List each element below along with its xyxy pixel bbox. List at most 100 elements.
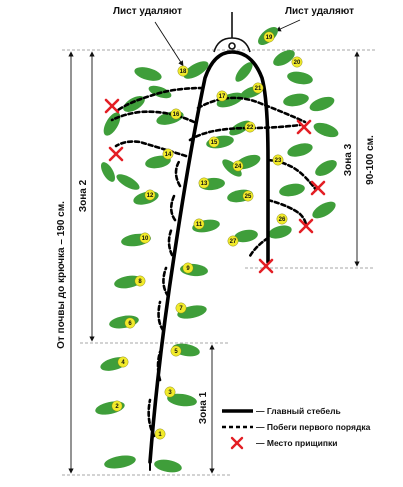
leaf — [234, 229, 258, 243]
leaf — [183, 61, 209, 79]
x-mark-icon — [296, 119, 312, 135]
leaf-number: 20 — [294, 60, 301, 66]
leaf-number: 3 — [168, 390, 172, 396]
leaf — [273, 50, 295, 66]
side-shoots — [110, 86, 318, 438]
leaf — [279, 183, 305, 197]
leaf — [315, 160, 337, 176]
leaf-number-badge: 23 — [272, 154, 284, 166]
leaf-number-badge: 20 — [291, 56, 303, 68]
leaf-number-badge: 21 — [252, 82, 264, 94]
legend-pinch-label: — Место прищипки — [256, 438, 337, 448]
leaf-number: 5 — [174, 349, 178, 355]
pinch-marks — [104, 98, 326, 274]
leaf-number: 25 — [245, 194, 252, 200]
leaf-number-badge: 10 — [139, 232, 151, 244]
leaf — [268, 225, 292, 239]
leaf-number-badge: 25 — [242, 190, 254, 202]
main-stem — [148, 50, 270, 471]
leaf-number-badge: 16 — [170, 108, 182, 120]
leaf-number-badge: 8 — [134, 275, 146, 287]
leaf — [154, 459, 182, 473]
leaf-number-badge: 12 — [144, 189, 156, 201]
leaf-number: 7 — [179, 306, 183, 312]
leaf-number-badge: 1 — [154, 428, 166, 440]
leaf-number: 13 — [201, 181, 208, 187]
leaf — [313, 122, 339, 138]
leaf-number: 19 — [266, 35, 273, 41]
leaf-number: 4 — [121, 360, 125, 366]
legend-main-stem-label: — Главный стебель — [256, 406, 341, 416]
leaf-number-badges: 1234567891011121314151617181920212223242… — [111, 31, 303, 440]
leaf-number: 17 — [219, 94, 226, 100]
leaf-number: 6 — [128, 321, 132, 327]
leaf-number: 18 — [180, 69, 187, 75]
leaf-number: 1 — [158, 432, 162, 438]
leaf-number-badge: 2 — [111, 400, 123, 412]
dimension-arrows — [68, 51, 360, 474]
x-mark-icon — [104, 98, 120, 114]
x-mark-icon — [310, 180, 326, 196]
x-mark-icon — [258, 258, 274, 274]
leaf — [216, 92, 244, 108]
leaf-number: 15 — [211, 140, 218, 146]
leaf — [103, 112, 121, 136]
leaf-number-badge: 5 — [170, 345, 182, 357]
leaf — [235, 62, 253, 82]
leaf-number: 16 — [173, 112, 180, 118]
leaf-number-badge: 15 — [208, 136, 220, 148]
leaf — [167, 393, 197, 407]
leaf-number-badge: 14 — [162, 148, 174, 160]
leaf-removed-label-right: Лист удаляют — [285, 6, 354, 17]
leaf — [116, 174, 140, 190]
leaf-number: 10 — [142, 236, 149, 242]
leaf-number-badge: 11 — [193, 218, 205, 230]
leaf-number-badge: 26 — [276, 213, 288, 225]
leaf-number: 22 — [247, 125, 254, 131]
x-mark-icon — [108, 146, 124, 162]
leaf-removed-label-left: Лист удаляют — [113, 6, 182, 17]
leaf-number-badge: 18 — [177, 65, 189, 77]
zone3-label: Зона 3 — [343, 143, 354, 176]
legend-side-shoots-label: — Побеги первого порядка — [256, 422, 371, 432]
leaves — [95, 27, 339, 473]
zone2-label: Зона 2 — [78, 179, 89, 212]
leaf-number-badge: 9 — [182, 262, 194, 274]
leaf-number: 27 — [230, 239, 237, 245]
leaf-number: 21 — [255, 86, 262, 92]
hook-icon — [213, 12, 251, 53]
leaf-number-badge: 3 — [164, 386, 176, 398]
x-mark-icon — [230, 436, 244, 450]
height-total-label: От почвы до крючка – 190 см. — [56, 201, 67, 349]
leaf — [134, 67, 162, 81]
leaf-number: 14 — [165, 152, 172, 158]
leaf-number-badge: 19 — [263, 31, 275, 43]
leaf-number: 8 — [138, 279, 142, 285]
leaf — [114, 275, 142, 289]
leaf-number-badge: 4 — [117, 356, 129, 368]
zone1-label: Зона 1 — [198, 391, 209, 424]
x-mark-icon — [298, 218, 314, 234]
leaf-number-badge: 7 — [175, 302, 187, 314]
leaf — [312, 201, 336, 219]
leaf — [145, 155, 171, 169]
leaf-number: 12 — [147, 193, 154, 199]
leaf-number-badge: 13 — [198, 177, 210, 189]
leaf-number: 26 — [279, 217, 286, 223]
leaf-number: 9 — [186, 266, 190, 272]
leaf — [287, 143, 313, 157]
leaf-number-badge: 27 — [227, 235, 239, 247]
leaf — [222, 159, 242, 177]
leaf — [283, 93, 309, 107]
leaf — [101, 162, 115, 182]
leaf — [309, 96, 335, 112]
leaf — [287, 71, 313, 85]
zone3-range-label: 90-100 см. — [365, 135, 376, 185]
leaf-number-badge: 24 — [232, 160, 244, 172]
leaf-number-badge: 22 — [244, 121, 256, 133]
leaf-number-badge: 17 — [216, 90, 228, 102]
leaf-number: 2 — [115, 404, 119, 410]
leaf-number: 23 — [275, 158, 282, 164]
label-pointers — [154, 19, 301, 67]
